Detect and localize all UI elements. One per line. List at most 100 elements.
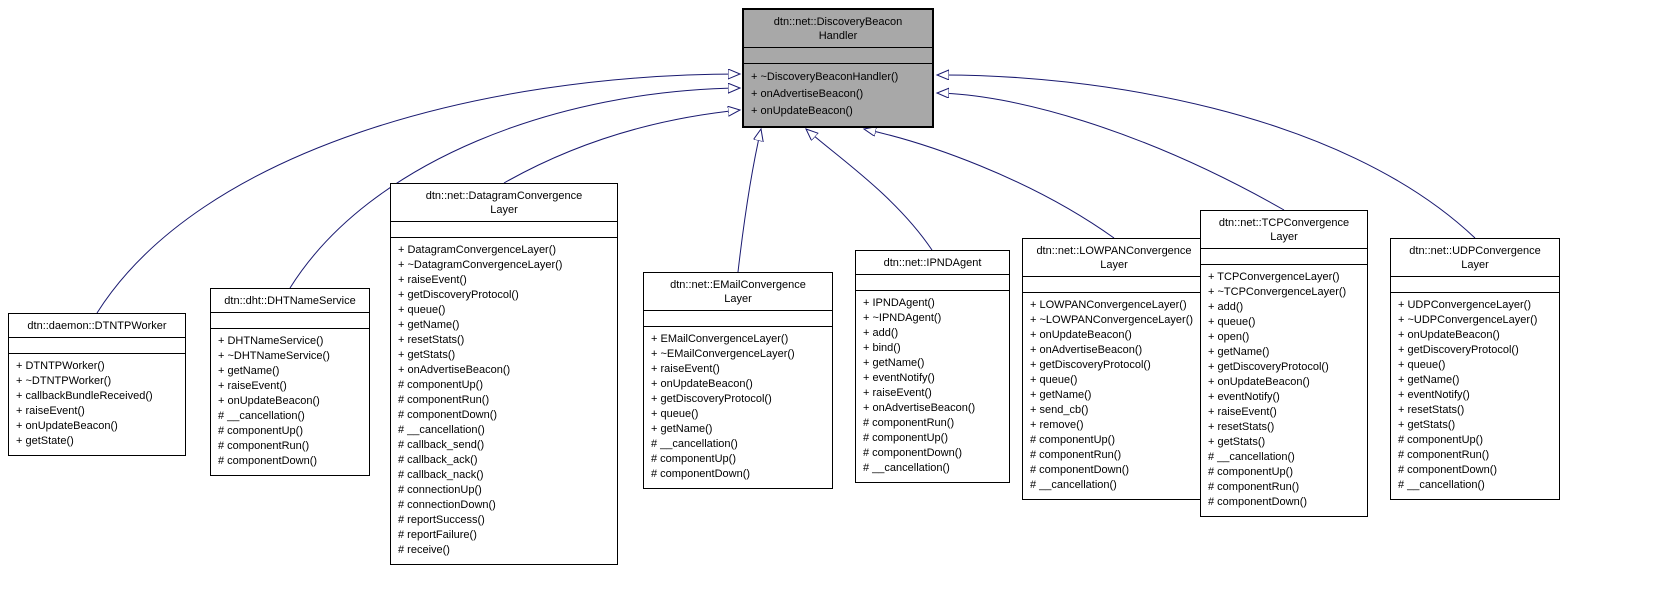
class-title: dtn::daemon::DTNTPWorker bbox=[9, 314, 185, 338]
class-title-line: dtn::net::EMailConvergence bbox=[670, 279, 806, 291]
class-method: + onUpdateBeacon() bbox=[751, 105, 853, 117]
class-method: + onAdvertiseBeacon() bbox=[751, 88, 864, 100]
class-title-line: Layer bbox=[490, 204, 518, 216]
class-method: + LOWPANConvergenceLayer() bbox=[1030, 299, 1187, 311]
class-method: + eventNotify() bbox=[1208, 391, 1280, 403]
class-method: + raiseEvent() bbox=[398, 274, 467, 286]
class-method: + ~DiscoveryBeaconHandler() bbox=[751, 71, 899, 83]
class-method: # __cancellation() bbox=[863, 462, 950, 474]
edge-lowpan bbox=[864, 129, 1115, 239]
class-node-ipnd-agent[interactable]: dtn::net::IPNDAgent + IPNDAgent()+ ~IPND… bbox=[855, 250, 1010, 483]
class-method: + getStats() bbox=[1208, 436, 1266, 448]
class-method: + callbackBundleReceived() bbox=[16, 390, 153, 402]
class-title-line: dtn::net::IPNDAgent bbox=[883, 257, 982, 269]
class-method: + getDiscoveryProtocol() bbox=[1398, 344, 1519, 356]
class-method: + ~DatagramConvergenceLayer() bbox=[398, 259, 563, 271]
class-methods: + UDPConvergenceLayer()+ ~UDPConvergence… bbox=[1391, 293, 1559, 499]
class-method: # componentUp() bbox=[1208, 466, 1293, 478]
class-method: + getName() bbox=[863, 357, 925, 369]
class-attributes-empty bbox=[391, 222, 617, 238]
class-methods: + ~DiscoveryBeaconHandler() + onAdvertise… bbox=[744, 64, 932, 126]
class-method: + EMailConvergenceLayer() bbox=[651, 333, 789, 345]
class-method: # receive() bbox=[398, 544, 450, 556]
class-method: # componentDown() bbox=[218, 455, 318, 467]
class-method: + open() bbox=[1208, 331, 1250, 343]
class-node-dtntp-worker[interactable]: dtn::daemon::DTNTPWorker + DTNTPWorker()… bbox=[8, 313, 186, 456]
class-method: # componentRun() bbox=[1208, 481, 1300, 493]
edge-udp bbox=[937, 75, 1476, 239]
class-attributes-empty bbox=[211, 313, 369, 329]
class-method: + DatagramConvergenceLayer() bbox=[398, 244, 557, 256]
class-method: + remove() bbox=[1030, 419, 1084, 431]
class-node-dht-name-service[interactable]: dtn::dht::DHTNameService + DHTNameServic… bbox=[210, 288, 370, 476]
class-method: # componentRun() bbox=[1398, 449, 1490, 461]
class-method: + UDPConvergenceLayer() bbox=[1398, 299, 1531, 311]
class-methods: + EMailConvergenceLayer() + ~EMailConverg… bbox=[644, 327, 832, 488]
class-title-line: Layer bbox=[1270, 231, 1298, 243]
class-attributes-empty bbox=[744, 48, 932, 64]
class-method: # reportSuccess() bbox=[398, 514, 485, 526]
class-method: + getName() bbox=[1398, 374, 1460, 386]
class-method: + queue() bbox=[1030, 374, 1078, 386]
edge-email bbox=[737, 129, 761, 273]
class-method: + IPNDAgent() bbox=[863, 297, 935, 309]
class-method: + queue() bbox=[1398, 359, 1446, 371]
class-method: + send_cb() bbox=[1030, 404, 1089, 416]
class-method: + onUpdateBeacon() bbox=[1208, 376, 1310, 388]
class-method: + resetStats() bbox=[398, 334, 465, 346]
class-attributes-empty bbox=[9, 338, 185, 354]
class-title-line: dtn::daemon::DTNTPWorker bbox=[27, 320, 167, 332]
class-method: + resetStats() bbox=[1208, 421, 1275, 433]
edge-ipnd bbox=[806, 129, 933, 251]
class-methods: + DHTNameService()+ ~DHTNameService()+ g… bbox=[211, 329, 369, 475]
class-method: # componentRun() bbox=[863, 417, 955, 429]
class-title-line: Handler bbox=[818, 30, 858, 42]
class-method: + bind() bbox=[863, 342, 901, 354]
class-title-line: dtn::net::UDPConvergence bbox=[1409, 245, 1541, 257]
class-title: dtn::dht::DHTNameService bbox=[211, 289, 369, 313]
class-attributes-empty bbox=[1201, 249, 1367, 265]
class-title: dtn::net::IPNDAgent bbox=[856, 251, 1009, 275]
class-method: + getDiscoveryProtocol() bbox=[651, 393, 772, 405]
class-method: + onUpdateBeacon() bbox=[1398, 329, 1500, 341]
class-title-line: dtn::net::TCPConvergence bbox=[1218, 217, 1350, 229]
class-methods: + DTNTPWorker()+ ~DTNTPWorker()+ callbac… bbox=[9, 354, 185, 455]
class-title-line: dtn::dht::DHTNameService bbox=[224, 295, 356, 307]
class-method: + raiseEvent() bbox=[863, 387, 932, 399]
class-attributes-empty bbox=[1391, 277, 1559, 293]
class-method: + raiseEvent() bbox=[16, 405, 85, 417]
class-title-line: Layer bbox=[724, 293, 752, 305]
class-method: + queue() bbox=[1208, 316, 1256, 328]
class-method: # componentUp() bbox=[1398, 434, 1483, 446]
class-method: + ~DHTNameService() bbox=[218, 350, 330, 362]
class-methods: + LOWPANConvergenceLayer()+ ~LOWPANConve… bbox=[1023, 293, 1205, 499]
class-method: + ~EMailConvergenceLayer() bbox=[651, 348, 795, 360]
class-method: + ~IPNDAgent() bbox=[863, 312, 942, 324]
class-method: + getName() bbox=[1208, 346, 1270, 358]
class-method: + queue() bbox=[398, 304, 446, 316]
class-method: + getName() bbox=[651, 423, 713, 435]
class-method: + getName() bbox=[1030, 389, 1092, 401]
class-method: # __cancellation() bbox=[1398, 479, 1485, 491]
class-method: + getDiscoveryProtocol() bbox=[1208, 361, 1329, 373]
class-methods: + DatagramConvergenceLayer() + ~DatagramC… bbox=[391, 238, 617, 564]
class-attributes-empty bbox=[644, 311, 832, 327]
edge-tcp bbox=[937, 93, 1285, 211]
class-methods: + IPNDAgent()+ ~IPNDAgent()+ add()+ bind… bbox=[856, 291, 1009, 482]
class-method: # componentUp() bbox=[218, 425, 303, 437]
class-method: # componentUp() bbox=[651, 453, 736, 465]
class-method: # componentUp() bbox=[1030, 434, 1115, 446]
class-method: # __cancellation() bbox=[398, 424, 485, 436]
class-method: # componentDown() bbox=[1030, 464, 1130, 476]
class-method: # componentDown() bbox=[398, 409, 498, 421]
